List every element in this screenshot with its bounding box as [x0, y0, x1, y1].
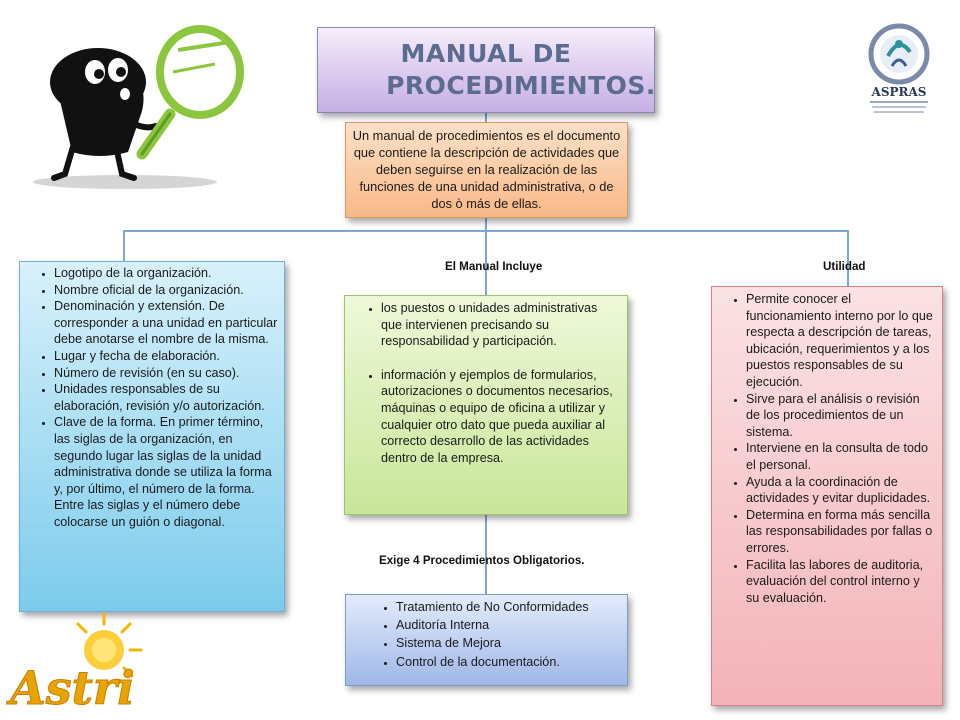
magnifying-glass-mascot-icon [33, 25, 244, 189]
list-item: Ayuda a la coordinación de actividades y… [746, 474, 936, 507]
list-item: Sirve para el análisis o revisión de los… [746, 391, 936, 441]
bottom-label: Exige 4 Procedimientos Obligatorios. [379, 554, 585, 567]
list-item: Denominación y extensión. De corresponde… [54, 298, 278, 348]
list-item: Unidades responsables de su elaboración,… [54, 381, 278, 414]
bottom-list-box: Tratamiento de No Conformidades Auditorí… [345, 594, 628, 686]
list-item: Número de revisión (en su caso). [54, 365, 278, 382]
signature-text: Astri [6, 661, 135, 715]
connector-def-bus [485, 218, 487, 230]
list-item: Permite conocer el funcionamiento intern… [746, 291, 936, 391]
list-item: Facilita las labores de auditoria, evalu… [746, 557, 936, 607]
title-line-2: PROCEDIMIENTOS. [386, 71, 656, 100]
connector-title-def [485, 113, 487, 123]
left-list-box: Logotipo de la organización. Nombre ofic… [19, 261, 285, 612]
bottom-list: Tratamiento de No Conformidades Auditorí… [356, 598, 619, 671]
connector-middle-drop [485, 230, 487, 295]
connector-right-drop [847, 230, 849, 286]
middle-list: los puestos o unidades administrativas q… [355, 300, 619, 466]
right-list: Permite conocer el funcionamiento intern… [720, 291, 936, 606]
sun-icon: Astri [6, 612, 143, 716]
list-item: Logotipo de la organización. [54, 265, 278, 282]
list-item: Sistema de Mejora [396, 634, 619, 652]
connector-left-drop [123, 230, 125, 261]
definition-text: Un manual de procedimientos es el docume… [352, 128, 621, 211]
connector-middle-bottom [485, 515, 487, 594]
list-item: Clave de la forma. En primer término, la… [54, 414, 278, 530]
list-item: Nombre oficial de la organización. [54, 282, 278, 299]
list-item: los puestos o unidades administrativas q… [381, 300, 619, 350]
aspras-logo-text: ASPRAS [871, 85, 927, 99]
title-line-1: MANUAL DE [400, 39, 572, 68]
title-box: MANUAL DE PROCEDIMIENTOS. [317, 27, 655, 113]
list-item: Lugar y fecha de elaboración. [54, 348, 278, 365]
list-item: Auditoría Interna [396, 616, 619, 634]
right-list-box: Permite conocer el funcionamiento intern… [711, 286, 943, 706]
list-item: Tratamiento de No Conformidades [396, 598, 619, 616]
list-item: Interviene en la consulta de todo el per… [746, 440, 936, 473]
middle-label: El Manual Incluye [445, 260, 543, 273]
middle-list-box: los puestos o unidades administrativas q… [344, 295, 628, 515]
right-label: Utilidad [823, 260, 866, 273]
list-item: información y ejemplos de formularios, a… [381, 367, 619, 467]
aspras-logo-icon: ASPRAS [868, 23, 930, 113]
definition-box: Un manual de procedimientos es el docume… [345, 122, 628, 218]
list-item: Determina en forma más sencilla las resp… [746, 507, 936, 557]
list-item: Control de la documentación. [396, 653, 619, 671]
left-list: Logotipo de la organización. Nombre ofic… [28, 265, 278, 531]
